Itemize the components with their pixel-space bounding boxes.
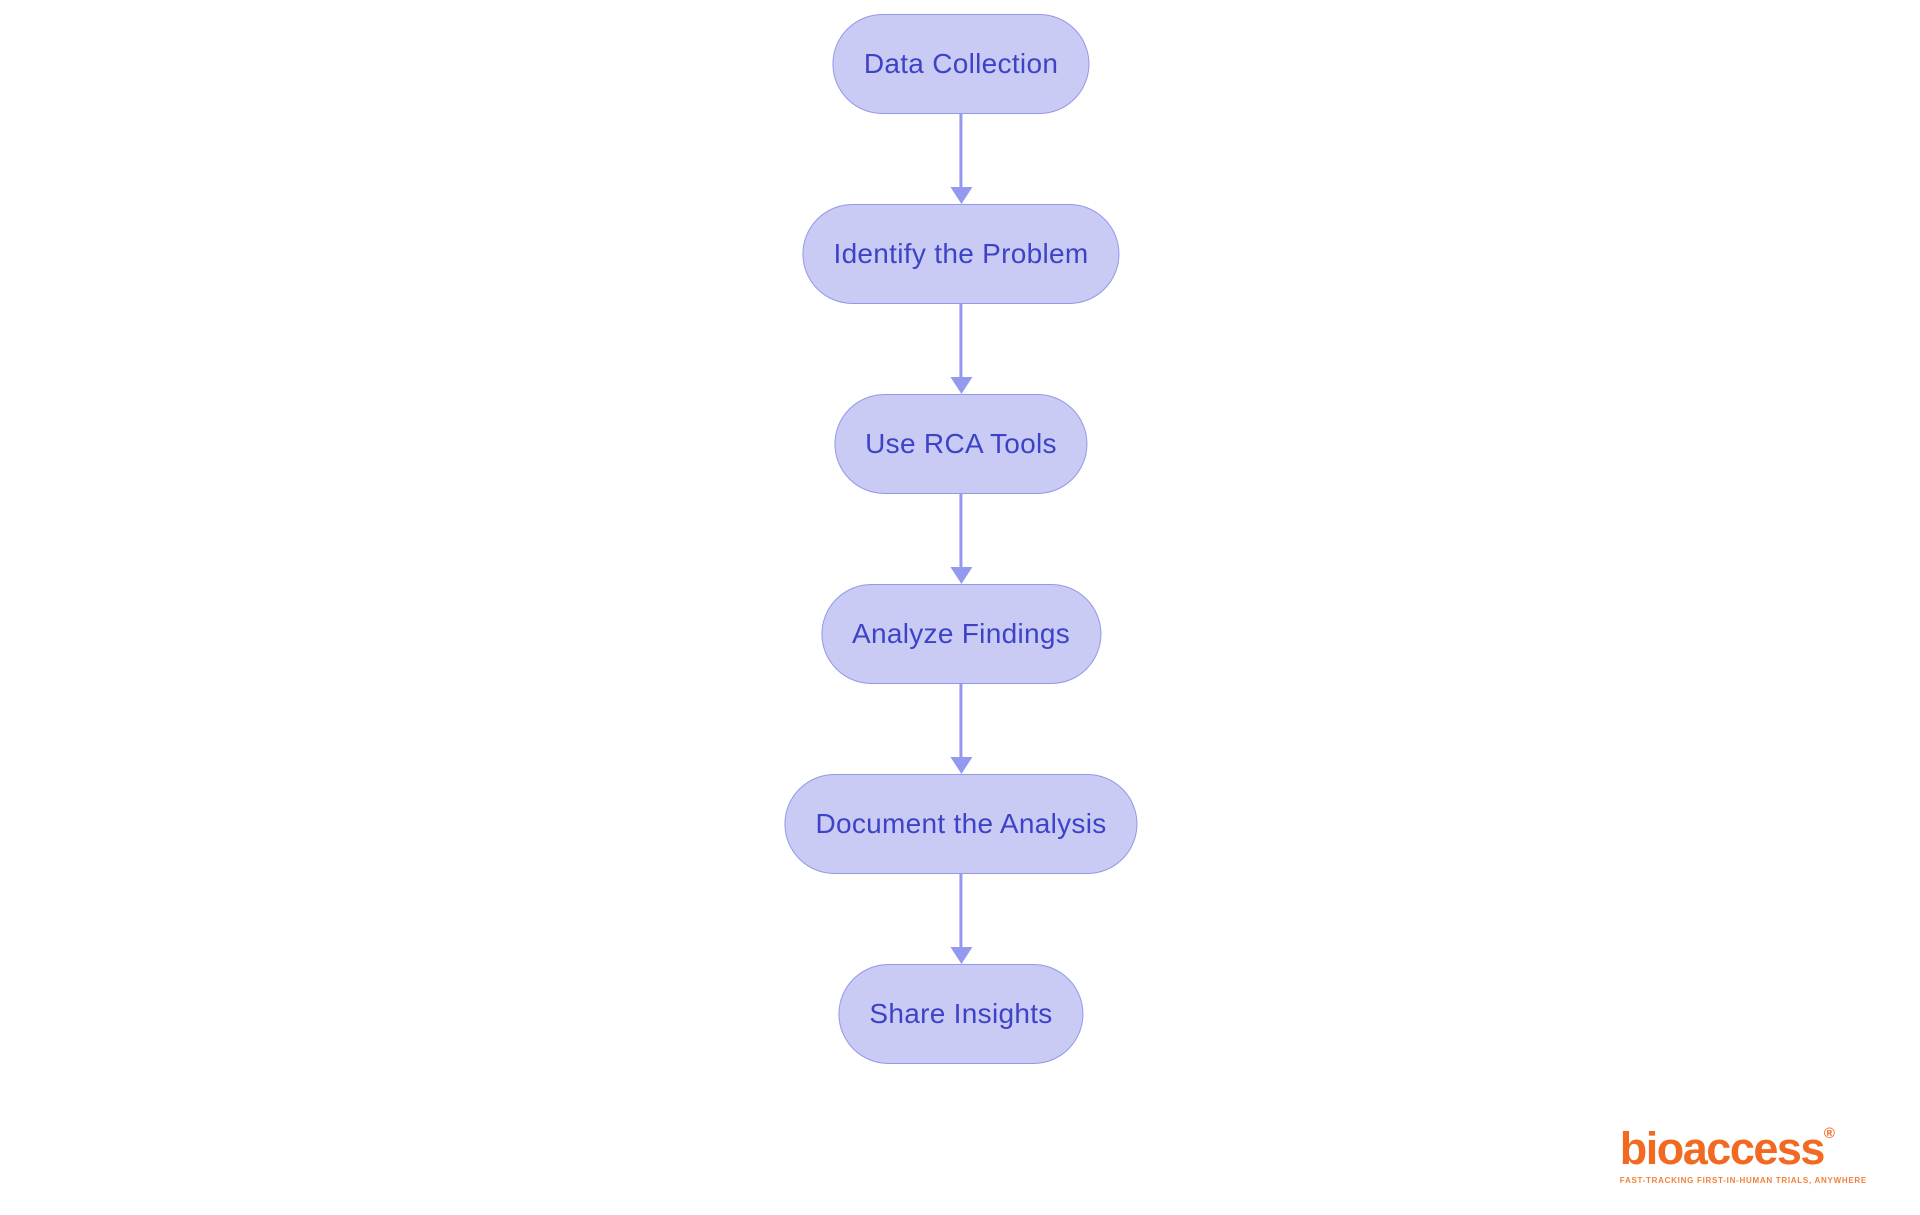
- flow-arrow: [950, 874, 972, 964]
- flow-node: Analyze Findings: [820, 584, 1102, 684]
- flow-arrow: [950, 494, 972, 584]
- arrow-line: [959, 304, 963, 378]
- flow-node: Share Insights: [838, 964, 1084, 1064]
- flow-arrow: [950, 114, 972, 204]
- arrowhead-down-icon: [950, 377, 972, 394]
- arrow-line: [959, 874, 963, 948]
- bioaccess-wordmark: bioaccess: [1619, 1123, 1826, 1174]
- arrowhead-down-icon: [950, 187, 972, 204]
- arrowhead-down-icon: [950, 757, 972, 774]
- arrow-line: [959, 494, 963, 568]
- arrow-line: [959, 114, 963, 188]
- registered-trademark-symbol: ®: [1823, 1125, 1835, 1142]
- flow-arrow: [950, 684, 972, 774]
- flow-arrow: [950, 304, 972, 394]
- arrow-line: [959, 684, 963, 758]
- flow-node: Document the Analysis: [784, 774, 1138, 874]
- bioaccess-wordmark-row: bioaccess®: [1620, 1126, 1867, 1171]
- arrowhead-down-icon: [950, 567, 972, 584]
- flow-node: Use RCA Tools: [834, 394, 1088, 494]
- flow-node: Identify the Problem: [802, 204, 1120, 304]
- flow-node: Data Collection: [832, 14, 1090, 114]
- arrowhead-down-icon: [950, 947, 972, 964]
- bioaccess-logo: bioaccess® FAST-TRACKING FIRST-IN-HUMAN …: [1620, 1126, 1867, 1185]
- bioaccess-tagline: FAST-TRACKING FIRST-IN-HUMAN TRIALS, ANY…: [1619, 1176, 1867, 1185]
